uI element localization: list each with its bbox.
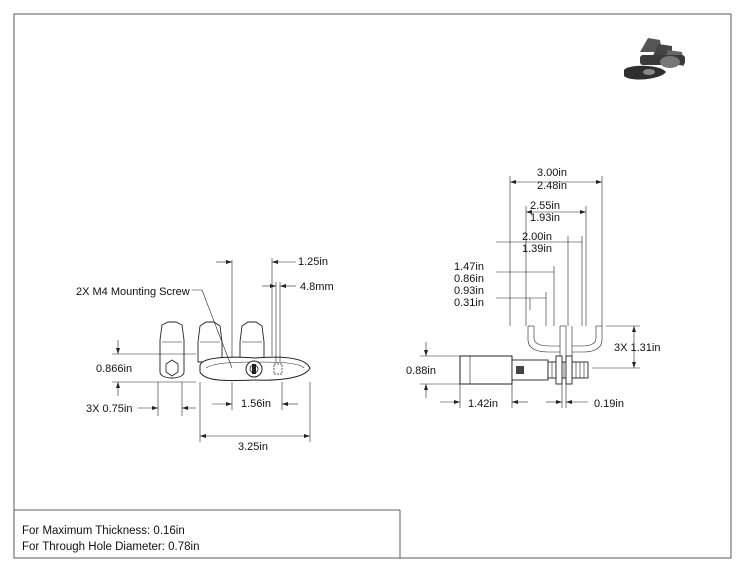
dim-offset-2: 0.86in	[454, 273, 484, 285]
dim-inner-a: 2.00in	[522, 231, 552, 243]
side-view: 3.00in 2.48in 2.55in 1.93in 2.00in 1.39i…	[406, 167, 660, 410]
dim-offset-1: 1.47in	[454, 261, 484, 273]
dim-body-height: 0.88in	[406, 365, 436, 377]
dim-inner-b: 1.39in	[522, 243, 552, 255]
dim-side-height: 3X 1.31in	[614, 342, 660, 354]
dim-body-length: 1.42in	[468, 398, 498, 410]
dim-offset-4: 0.31in	[454, 297, 484, 309]
dim-mid-b: 1.93in	[530, 212, 560, 224]
iso-preview-icon	[624, 38, 685, 80]
dim-top-width: 1.25in	[298, 256, 328, 268]
dim-handle-span: 1.56in	[241, 398, 271, 410]
dim-screw-size: 4.8mm	[300, 281, 334, 293]
side-dimension-lines	[420, 176, 640, 408]
front-part	[159, 321, 311, 382]
dim-plate-gap: 0.19in	[594, 398, 624, 410]
note-max-thickness: For Maximum Thickness: 0.16in	[22, 525, 185, 537]
dim-overall-b: 2.48in	[537, 180, 567, 192]
dim-mid-a: 2.55in	[530, 200, 560, 212]
dim-pitch: 3X 0.75in	[86, 403, 132, 415]
note-through-hole: For Through Hole Diameter: 0.78in	[22, 541, 200, 553]
dim-offset-3: 0.93in	[454, 285, 484, 297]
front-dimension-lines	[112, 258, 311, 442]
dim-overall-a: 3.00in	[537, 167, 567, 179]
mounting-screw-callout: 2X M4 Mounting Screw	[76, 286, 190, 298]
sheet-border	[13, 13, 732, 559]
dim-front-height: 0.866in	[96, 363, 132, 375]
dim-overall-length: 3.25in	[238, 441, 268, 453]
side-part	[459, 325, 603, 385]
front-view: 2X M4 Mounting Screw 1.25in 4.8mm 0.866i…	[76, 256, 334, 453]
